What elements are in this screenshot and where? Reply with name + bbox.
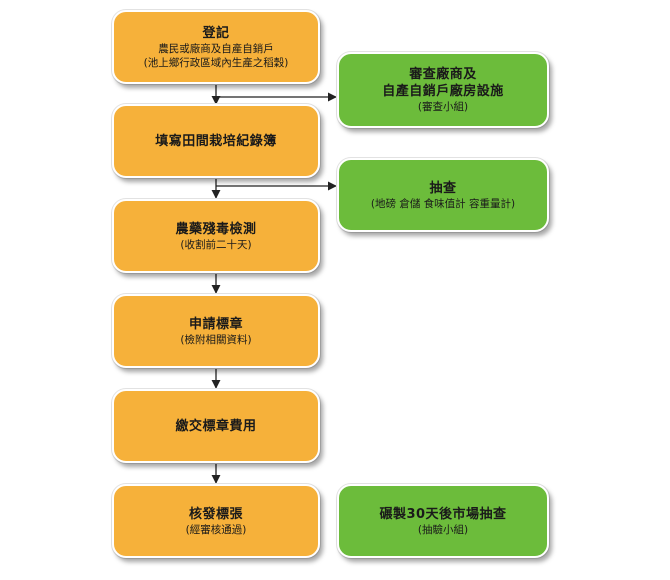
step-registration-line-2: (池上鄉行政區域內生產之稻穀) — [143, 56, 289, 69]
step-pesticide-test: 農藥殘毒檢測 (收割前二十天) — [112, 199, 320, 273]
side-step-market-check-title: 碾製30天後市場抽查 — [379, 506, 507, 522]
step-apply-label-line-1: (檢附相關資料) — [180, 333, 252, 346]
step-issue-label-line-1: (經審核通過) — [185, 523, 247, 536]
step-registration-title: 登記 — [202, 25, 230, 41]
step-registration: 登記 農民或廠商及自產自銷戶 (池上鄉行政區域內生產之稻穀) — [112, 10, 320, 84]
side-step-facility-inspection-title-2: 自產自銷戶廠房設施 — [382, 84, 504, 99]
side-step-market-check: 碾製30天後市場抽查 (抽驗小組) — [337, 484, 549, 558]
step-pay-fee-title: 繳交標章費用 — [175, 418, 257, 434]
step-issue-label: 核發標張 (經審核通過) — [112, 484, 320, 558]
step-pesticide-test-title: 農藥殘毒檢測 — [175, 221, 257, 237]
side-step-facility-inspection-title-1: 審查廠商及 — [409, 67, 477, 82]
step-field-record: 填寫田間栽培紀錄簿 — [112, 104, 320, 178]
side-step-spot-check: 抽查 (地磅 倉儲 食味值計 容重量計) — [337, 158, 549, 232]
side-step-spot-check-sub: (地磅 倉儲 食味值計 容重量計) — [370, 197, 516, 210]
side-step-spot-check-title: 抽查 — [429, 180, 457, 196]
side-step-facility-inspection: 審查廠商及 自產自銷戶廠房設施 (審查小組) — [337, 52, 549, 128]
step-pesticide-test-line-1: (收割前二十天) — [180, 238, 252, 251]
side-step-facility-inspection-sub: (審查小組) — [417, 101, 469, 113]
side-step-market-check-sub: (抽驗小組) — [417, 523, 469, 536]
step-apply-label: 申請標章 (檢附相關資料) — [112, 294, 320, 368]
step-issue-label-title: 核發標張 — [188, 506, 243, 522]
step-field-record-title: 填寫田間栽培紀錄簿 — [155, 133, 277, 149]
step-pay-fee: 繳交標章費用 — [112, 389, 320, 463]
step-apply-label-title: 申請標章 — [188, 316, 243, 332]
step-registration-line-1: 農民或廠商及自產自銷戶 — [158, 42, 274, 55]
